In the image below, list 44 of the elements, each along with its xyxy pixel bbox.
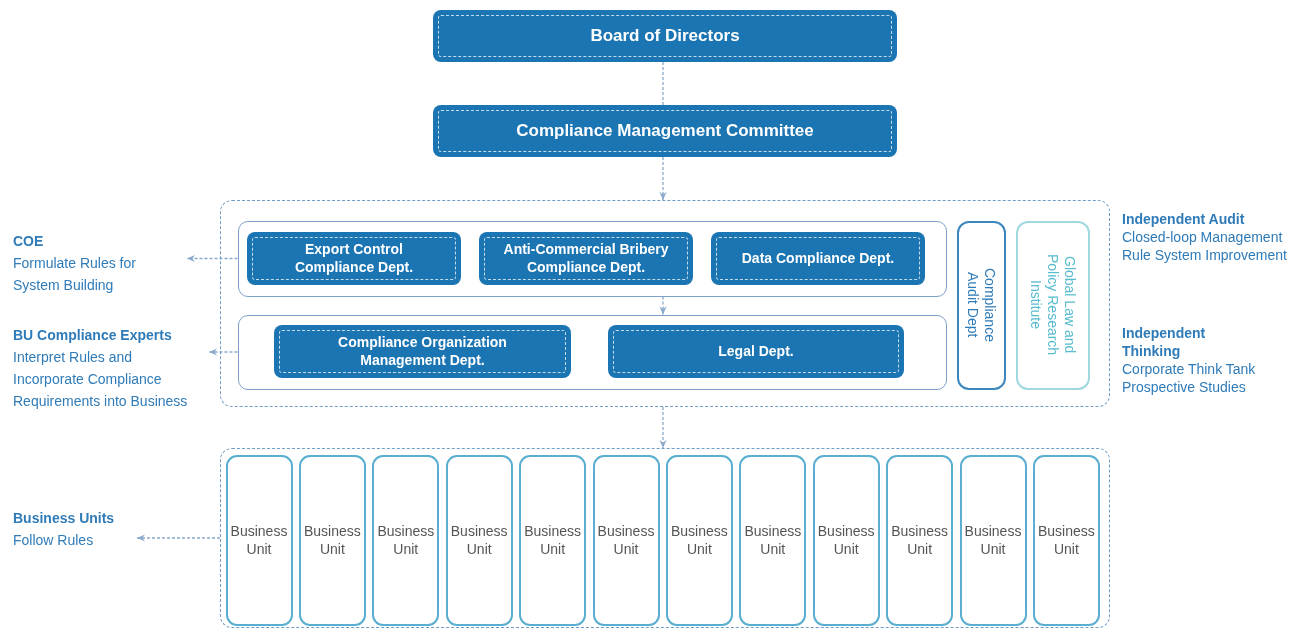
department-box: Compliance Audit Dept xyxy=(956,220,1006,390)
row-panel xyxy=(237,220,947,297)
business-unit-box: Business Unit xyxy=(1032,454,1100,626)
business-unit-box: Business Unit xyxy=(886,454,954,626)
arrow xyxy=(659,156,667,201)
role-text: Formulate Rules for System Building xyxy=(13,254,137,295)
business-unit-box: Business Unit xyxy=(959,454,1027,626)
business-unit-box: Business Unit xyxy=(739,454,807,626)
business-unit-box: Business Unit xyxy=(519,454,587,626)
business-unit-box: Business Unit xyxy=(592,454,660,626)
department-box: Data Compliance Dept. xyxy=(711,232,925,285)
arrow xyxy=(136,534,221,542)
business-unit-box: Business Unit xyxy=(812,454,880,626)
annotation-heading: Independent Thinking xyxy=(1122,324,1207,360)
group-container xyxy=(220,448,1110,628)
business-unit-box: Business Unit xyxy=(372,454,440,626)
annotation-text: Rule System Improvement xyxy=(1122,246,1287,264)
group-container xyxy=(220,200,1110,407)
arrow xyxy=(186,254,239,263)
institute-box: Global Law and Policy Research Institute xyxy=(1015,220,1090,390)
annotation-heading: Independent Audit xyxy=(1122,210,1245,228)
connector-line xyxy=(662,61,664,106)
business-unit-box: Business Unit xyxy=(665,454,733,626)
role-heading: BU Compliance Experts xyxy=(13,326,173,345)
business-unit-box: Business Unit xyxy=(298,454,366,626)
business-unit-box: Business Unit xyxy=(225,454,293,626)
arrow xyxy=(208,348,239,356)
role-text: Follow Rules xyxy=(13,531,95,550)
annotation-text: Corporate Think Tank xyxy=(1122,360,1256,378)
org-box: Board of Directors xyxy=(433,10,897,62)
department-box: Anti-Commercial Bribery Compliance Dept. xyxy=(479,232,693,285)
arrow xyxy=(659,295,667,316)
annotation-text: Prospective Studies xyxy=(1122,378,1246,396)
department-box: Export Control Compliance Dept. xyxy=(247,232,461,285)
department-box: Legal Dept. xyxy=(608,325,904,378)
row-panel xyxy=(237,314,947,390)
role-heading: Business Units xyxy=(13,509,116,528)
department-box: Compliance Organization Management Dept. xyxy=(274,325,571,378)
org-box: Compliance Management Committee xyxy=(433,105,897,157)
role-heading: COE xyxy=(13,232,45,251)
arrow xyxy=(659,406,667,449)
annotation-text: Closed-loop Management xyxy=(1122,228,1283,246)
business-unit-box: Business Unit xyxy=(445,454,513,626)
role-text: Interpret Rules and Incorporate Compliance Requirements into Business xyxy=(13,348,189,411)
